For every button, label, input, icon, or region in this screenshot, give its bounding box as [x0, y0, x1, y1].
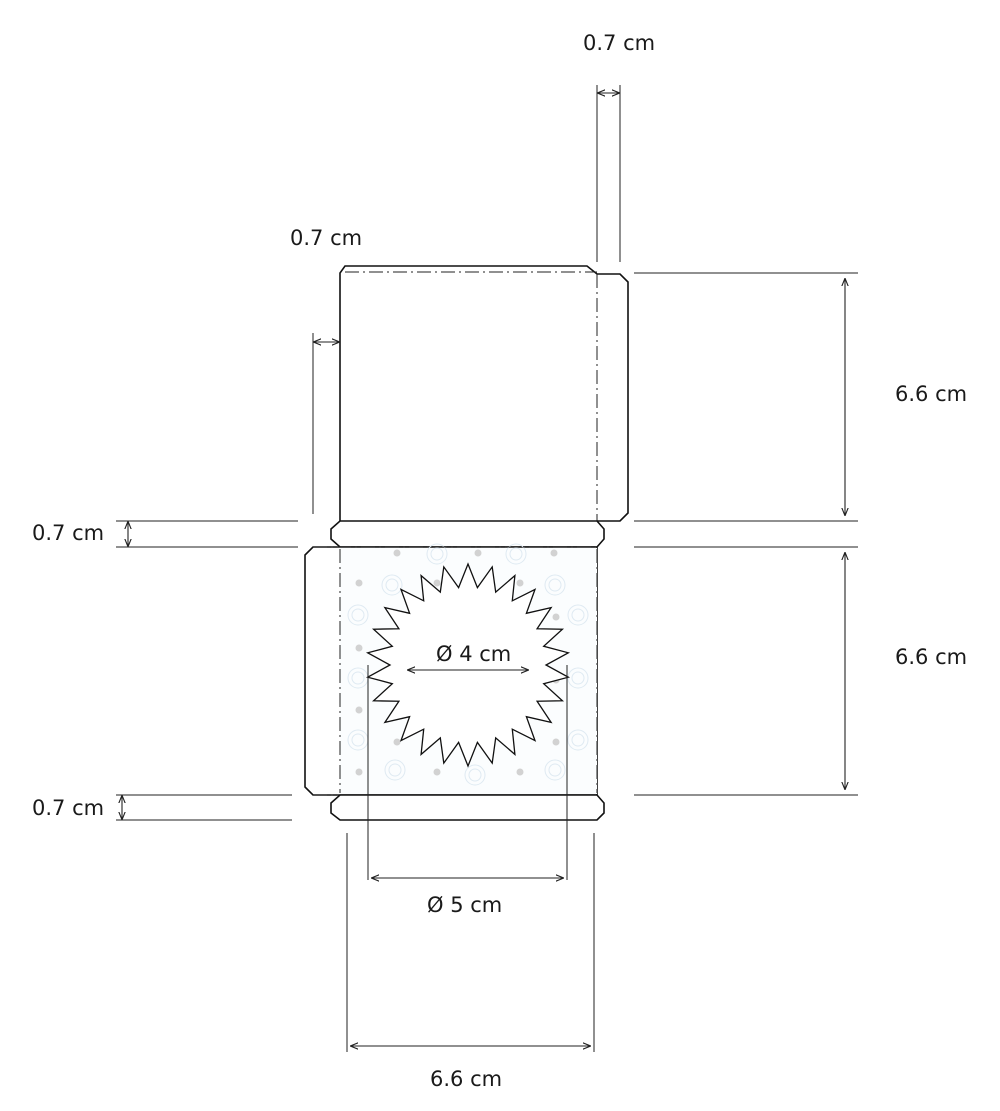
sunburst-window [365, 562, 571, 768]
inner-diameter-label: Ø 4 cm [436, 642, 511, 666]
top-flap-width-label: 0.7 cm [583, 31, 655, 55]
middle-tab-outline [330, 520, 605, 548]
extension-lines [116, 85, 858, 1052]
upper-face-height-label: 6.6 cm [895, 382, 967, 406]
left-flap-width-label: 0.7 cm [290, 226, 362, 250]
middle-tab-height-label: 0.7 cm [32, 521, 104, 545]
lower-face-height-label: 6.6 cm [895, 645, 967, 669]
face-width-label: 6.6 cm [430, 1067, 502, 1091]
upper-face-outline [339, 265, 629, 530]
bottom-tab-height-label: 0.7 cm [32, 796, 104, 820]
outer-diameter-label: Ø 5 cm [427, 893, 502, 917]
dimension-arrows [122, 93, 845, 1046]
bottom-tab-outline [330, 794, 605, 821]
